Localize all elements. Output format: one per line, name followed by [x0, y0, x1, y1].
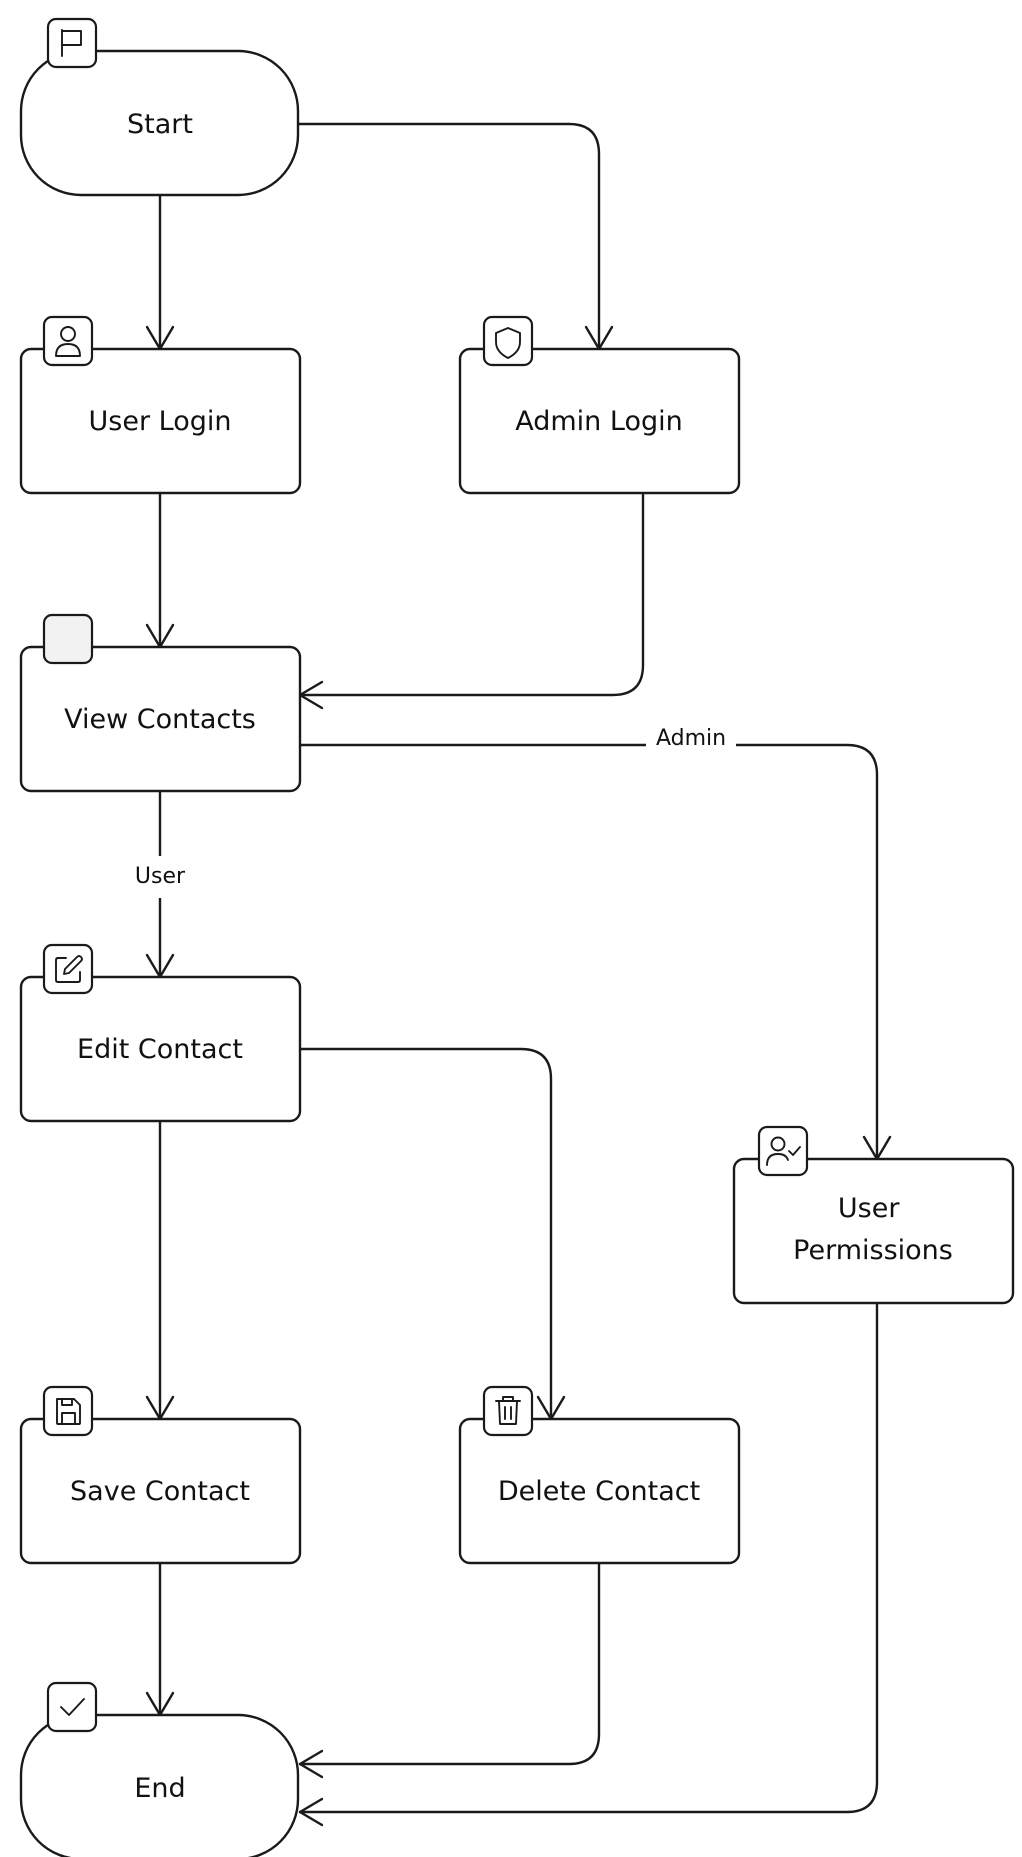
node-start[interactable]: Start	[19, 17, 300, 197]
check-icon	[60, 1698, 85, 1716]
edge-edit-contact-to-delete-contact	[298, 1047, 553, 1419]
badge-user-permissions	[757, 1125, 809, 1177]
badge-view-contacts	[42, 613, 94, 665]
badge-admin-login	[482, 315, 534, 367]
node-edit-contact-shape	[19, 975, 302, 1123]
edit-icon	[55, 955, 83, 983]
user-check-icon	[766, 1136, 801, 1166]
node-delete-contact[interactable]: Delete Contact	[458, 1385, 741, 1565]
node-edit-contact-label: Edit Contact	[77, 1034, 243, 1065]
node-user-login[interactable]: User Login	[19, 315, 302, 495]
arrowhead-end-right-lower	[298, 1797, 324, 1827]
node-view-contacts[interactable]: View Contacts	[19, 613, 302, 793]
user-icon	[55, 326, 81, 357]
node-delete-contact-label: Delete Contact	[498, 1476, 700, 1507]
node-start-shape	[19, 49, 300, 197]
edge-view-contacts-to-user-permissions	[298, 743, 879, 1159]
node-user-login-label: User Login	[89, 406, 232, 437]
node-view-contacts-shape	[19, 645, 302, 793]
node-start-label: Start	[127, 109, 193, 140]
node-admin-login[interactable]: Admin Login	[458, 315, 741, 495]
edge-label-user: User	[122, 856, 198, 898]
node-admin-login-label: Admin Login	[515, 406, 682, 437]
edge-user-permissions-to-end	[298, 1302, 879, 1814]
edge-label-user-text: User	[135, 864, 186, 889]
node-admin-login-shape	[458, 347, 741, 495]
edges	[145, 122, 892, 1827]
badge-save-contact	[42, 1385, 94, 1437]
node-save-contact-shape	[19, 1417, 302, 1565]
arrowhead-end-right-upper	[298, 1749, 324, 1779]
node-end-label: End	[134, 1773, 185, 1804]
badge-edit-contact	[42, 943, 94, 995]
node-end-shape	[19, 1713, 300, 1857]
node-save-contact-label: Save Contact	[70, 1476, 250, 1507]
node-user-permissions-label-line1: User	[838, 1193, 900, 1224]
node-user-permissions-label: User Permissions	[793, 1193, 953, 1266]
edge-label-admin-text: Admin	[656, 726, 726, 751]
node-edit-contact[interactable]: Edit Contact	[19, 943, 302, 1123]
flag-icon	[61, 29, 82, 57]
node-user-permissions[interactable]: User Permissions	[732, 1125, 1015, 1305]
edge-start-to-admin-login	[296, 122, 601, 349]
node-end[interactable]: End	[19, 1681, 300, 1857]
node-delete-contact-shape	[458, 1417, 741, 1565]
trash-icon	[495, 1396, 521, 1425]
badge-delete-contact	[482, 1385, 534, 1437]
badge-end	[46, 1681, 98, 1733]
node-user-login-shape	[19, 347, 302, 495]
node-save-contact[interactable]: Save Contact	[19, 1385, 302, 1565]
shield-icon	[495, 327, 521, 359]
badge-start	[46, 17, 98, 69]
edge-admin-login-to-view-contacts	[298, 492, 645, 697]
node-user-permissions-label-line2: Permissions	[793, 1235, 953, 1266]
save-icon	[56, 1398, 81, 1425]
edge-delete-contact-to-end	[298, 1561, 601, 1766]
edge-label-admin: Admin	[646, 724, 736, 766]
node-view-contacts-label: View Contacts	[64, 704, 256, 735]
node-user-permissions-shape	[732, 1157, 1015, 1305]
